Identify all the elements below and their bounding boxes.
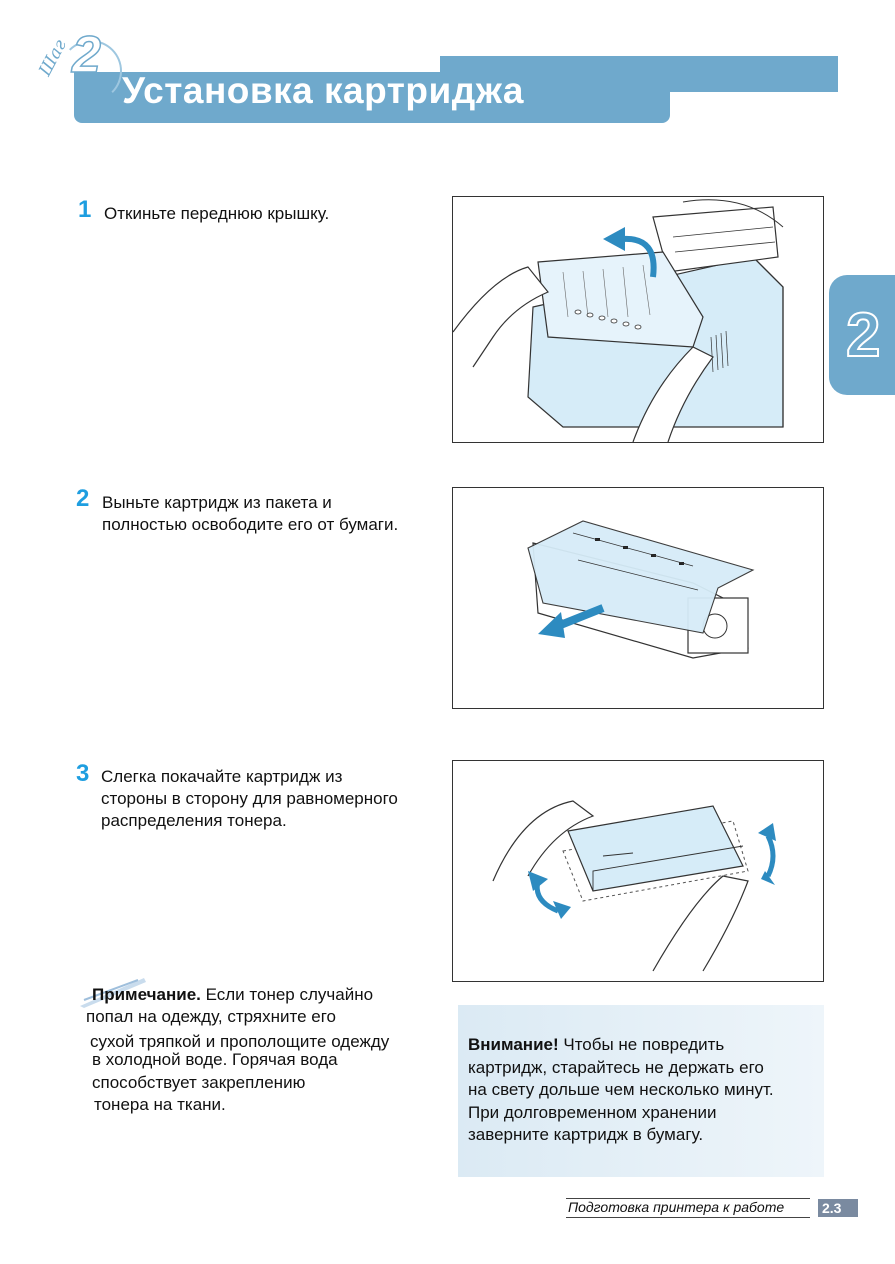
- footer-section-title: Подготовка принтера к работе: [568, 1199, 785, 1215]
- cartridge-unpack-illustration: [527, 520, 755, 659]
- footer-rule-top: [566, 1198, 810, 1199]
- caution-label: Внимание!: [468, 1035, 559, 1054]
- cartridge-shake-illustration: [492, 800, 776, 972]
- note-first-line-text: Если тонер случайно: [200, 985, 374, 1004]
- note-block: Примечание. Если тонер случайно: [92, 984, 373, 1006]
- pencil-icon: [80, 978, 146, 1008]
- figure-shake-cartridge: [452, 760, 824, 982]
- step-3-line: стороны в сторону для равномерного: [101, 789, 398, 808]
- figure-open-front-cover: [452, 196, 824, 443]
- step-3-number: 3: [76, 760, 90, 787]
- note-line: способствует закреплению: [92, 1073, 306, 1092]
- page-number-box: [818, 1199, 858, 1217]
- page-number: 2.3: [822, 1200, 842, 1216]
- caution-line: При долговременном хранении: [468, 1102, 717, 1122]
- step-badge-number: 2: [71, 25, 101, 85]
- step-1-number: 1: [78, 196, 92, 223]
- step-2-line: Выньте картридж из пакета и: [102, 493, 332, 512]
- note-line: тонера на ткани.: [94, 1095, 226, 1114]
- caution-first-line-text: Чтобы не повредить: [558, 1035, 725, 1054]
- caution-first-line: Внимание! Чтобы не повредить: [468, 1034, 818, 1057]
- figure-unpack-cartridge: [452, 487, 824, 709]
- caution-text: Внимание! Чтобы не повредить картридж, с…: [468, 1034, 818, 1147]
- caution-box: [458, 1005, 824, 1177]
- step-2-line: полностью освободите его от бумаги.: [102, 515, 399, 534]
- note-line: сухой тряпкой и прополощите одежду: [90, 1032, 390, 1051]
- step-badge-ring: [60, 40, 122, 102]
- chapter-tab: [829, 275, 895, 395]
- step-2-text: Выньте картридж из пакета и полностью ос…: [102, 492, 398, 536]
- step-3-line: распределения тонера.: [101, 811, 287, 830]
- printer-open-cover-illustration: [452, 199, 784, 443]
- header-band: [74, 72, 670, 123]
- step-1-line: Откиньте переднюю крышку.: [104, 204, 330, 223]
- step-3-text: Слегка покачайте картридж из стороны в с…: [101, 766, 398, 832]
- note-line: в холодной воде. Горячая вода: [92, 1050, 338, 1069]
- step-3-line: Слегка покачайте картридж из: [101, 767, 343, 786]
- caution-line: на свету дольше чем несколько минут.: [468, 1080, 774, 1099]
- page-title: Установка картриджа: [122, 70, 524, 111]
- note-label: Примечание.: [92, 985, 201, 1004]
- caution-line: заверните картридж в бумагу.: [468, 1125, 704, 1144]
- step-1-text: Откиньте переднюю крышку.: [104, 203, 329, 225]
- chapter-tab-number: 2: [845, 300, 882, 371]
- note-line: попал на одежду, стряхните его: [86, 1007, 336, 1026]
- caution-line: картридж, старайтесь не держать его: [468, 1057, 764, 1077]
- note-first-line: Примечание. Если тонер случайно: [92, 984, 373, 1006]
- footer-rule-bottom: [566, 1217, 810, 1218]
- step-2-number: 2: [76, 485, 90, 512]
